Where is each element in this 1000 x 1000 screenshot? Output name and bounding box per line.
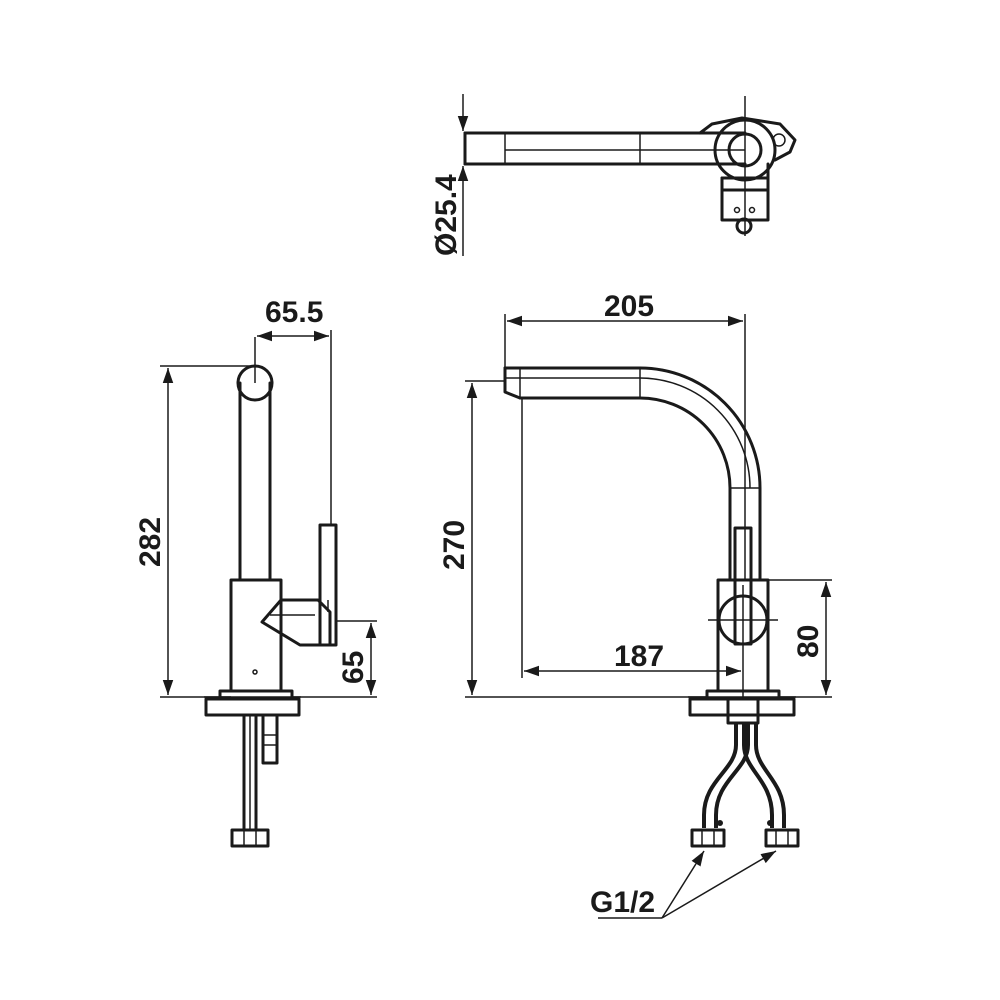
top-view-spout (463, 131, 747, 166)
top-dim-diameter: Ø25.4 (430, 94, 469, 256)
front-view-hoses (690, 723, 800, 848)
top-view: Ø25.4 (430, 94, 797, 256)
front-inner-reach-label: 187 (614, 640, 664, 673)
side-dim-offset: 65.5 (257, 296, 332, 525)
side-lever-label: 65 (337, 651, 370, 684)
front-body-label: 80 (792, 625, 825, 658)
side-view-hoses (230, 713, 279, 848)
side-view: 65.5 282 65 (134, 296, 377, 848)
top-diameter-label: Ø25.4 (430, 174, 463, 256)
top-view-body (698, 116, 797, 235)
front-view-body (688, 526, 796, 725)
front-view: 205 270 187 80 G1/2 (438, 290, 832, 919)
side-offset-label: 65.5 (265, 296, 323, 329)
side-dim-height: 282 (134, 365, 255, 698)
side-height-label: 282 (134, 517, 167, 567)
front-dim-inner-reach: 187 (521, 398, 741, 678)
side-view-spout (236, 337, 274, 582)
front-view-spout (503, 366, 762, 582)
front-dim-height: 270 (438, 380, 707, 698)
thread-label: G1/2 (590, 886, 655, 919)
front-dim-reach: 205 (504, 290, 746, 580)
front-dim-body: 80 (768, 579, 832, 698)
thread-callout: G1/2 (590, 850, 777, 919)
front-height-label: 270 (438, 520, 471, 570)
front-reach-label: 205 (604, 290, 654, 323)
side-dim-lever: 65 (292, 620, 377, 698)
